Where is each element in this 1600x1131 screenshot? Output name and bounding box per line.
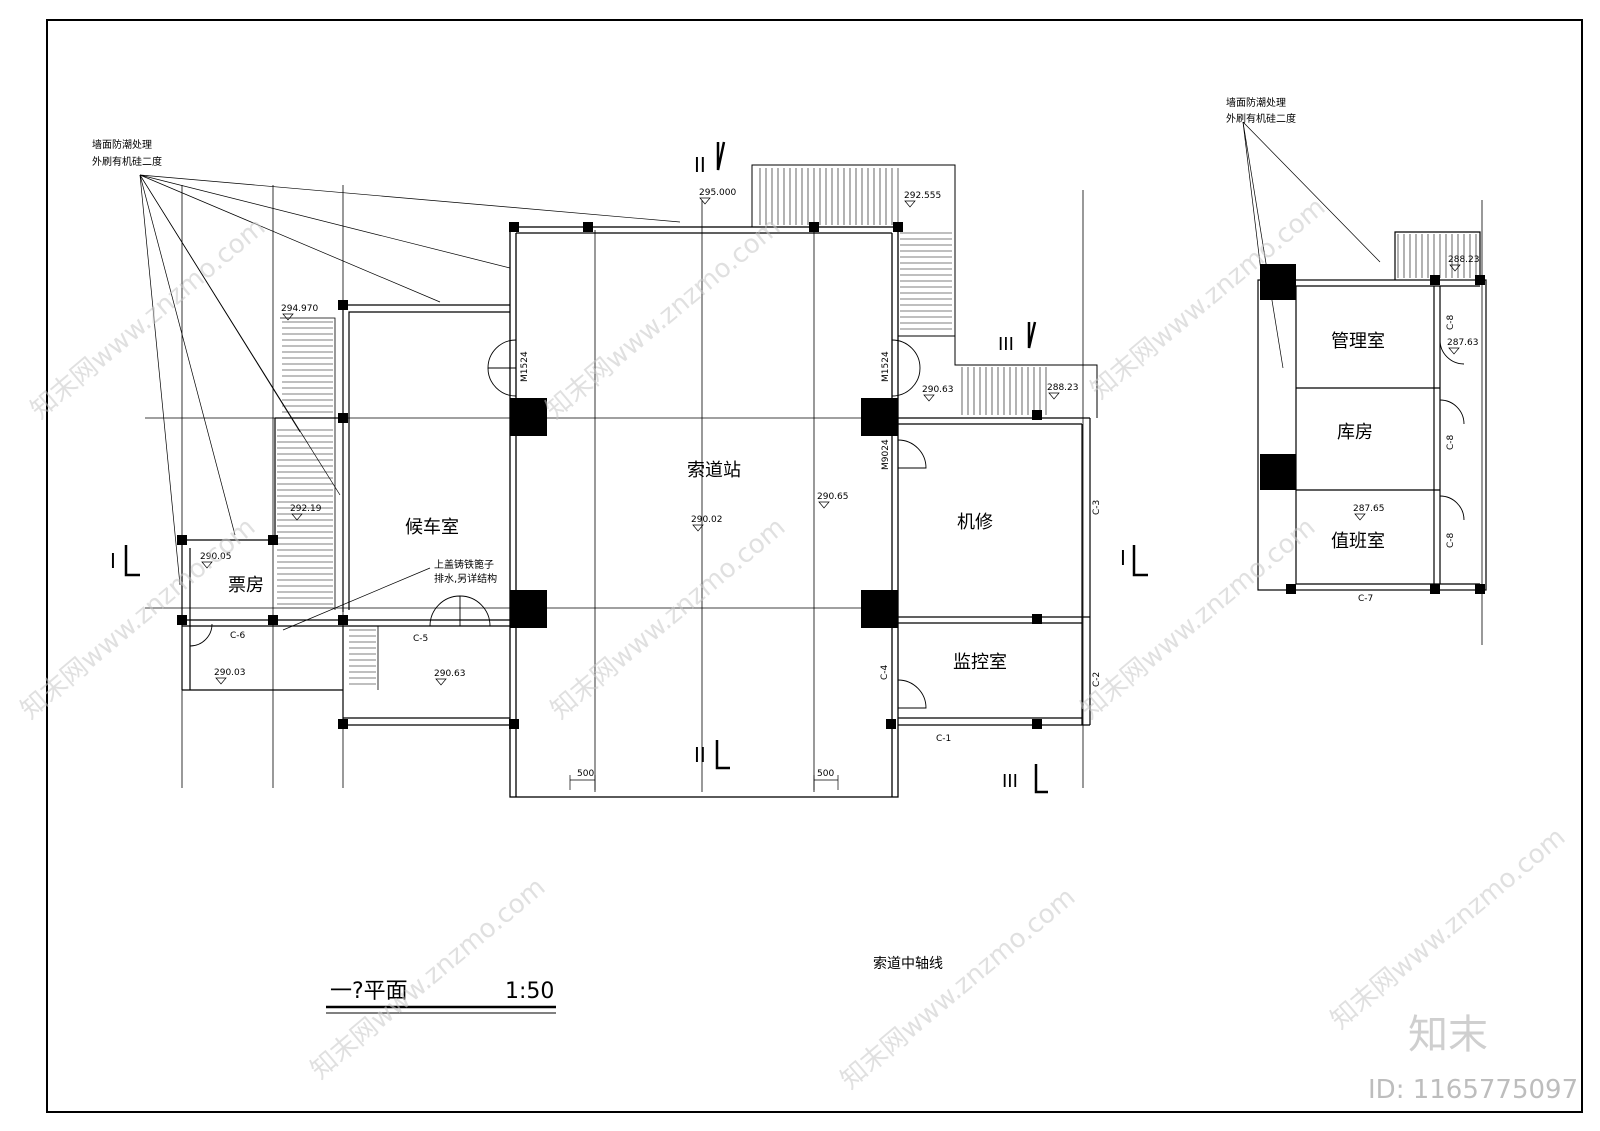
- elevation-label: 290.63: [434, 669, 466, 679]
- axis-note: 索道中轴线: [873, 955, 943, 972]
- door-tag: M1524: [881, 351, 891, 382]
- window-tag: C-8: [1446, 532, 1456, 548]
- section-label: III: [1002, 771, 1018, 792]
- watermark-text: 知末网www.znzmo.com: [15, 512, 261, 725]
- window-tag: C-7: [1358, 594, 1373, 604]
- section-label: II: [694, 153, 706, 177]
- window-tag: C-4: [880, 664, 890, 680]
- elevation-label: 292.19: [290, 504, 322, 514]
- room-manage: 管理室: [1331, 331, 1385, 352]
- elevation-label: 294.970: [281, 304, 318, 314]
- watermark-id: ID: 1165775097: [1368, 1075, 1578, 1105]
- left-callout-line-1: 墙面防潮处理: [92, 138, 152, 151]
- right-callout-line-2: 外刷有机硅二度: [1226, 112, 1296, 125]
- watermark-brand: 知末: [1408, 1012, 1488, 1058]
- elevation-label: 290.03: [214, 668, 246, 678]
- room-duty: 值班室: [1331, 531, 1385, 552]
- annex-columns: [1260, 264, 1485, 594]
- left-stair: [280, 317, 379, 690]
- room-waiting: 候车室: [405, 517, 459, 538]
- dimension-label: 500: [817, 769, 834, 779]
- room-repair: 机修: [957, 512, 993, 533]
- section-label: III: [998, 334, 1014, 355]
- elevation-label: 288.23: [1448, 255, 1480, 265]
- top-stair: [751, 164, 1098, 418]
- room-ticket: 票房: [228, 575, 264, 596]
- watermark-text: 知末网www.znzmo.com: [1325, 822, 1571, 1035]
- section-markers: I I II II III III: [110, 141, 1148, 794]
- left-callout-leaders: [139, 174, 681, 586]
- elevation-label: 287.65: [1353, 504, 1385, 514]
- elevation-triangles: [201, 197, 1461, 686]
- window-tag: C-3: [1092, 500, 1102, 515]
- columns: [177, 222, 1042, 729]
- door-swings: [189, 339, 927, 709]
- room-monitor: 监控室: [953, 652, 1007, 673]
- drain-note-line-1: 上盖铸铁篦子: [434, 558, 494, 571]
- elevation-label: 290.65: [817, 492, 849, 502]
- waiting-room-walls: [181, 304, 510, 726]
- drain-leader: [282, 567, 431, 631]
- window-tag: C-8: [1446, 434, 1456, 450]
- window-tag: C-5: [413, 634, 428, 644]
- watermark-text: 知末网www.znzmo.com: [1075, 512, 1321, 725]
- elevation-label: 290.02: [691, 515, 723, 525]
- right-callout-line-1: 墙面防潮处理: [1226, 96, 1286, 109]
- door-tag: M9024: [881, 439, 891, 470]
- room-station: 索道站: [687, 460, 741, 481]
- window-tag: C-1: [936, 734, 951, 744]
- watermark-layer: 知末网www.znzmo.com 知末网www.znzmo.com 知末网www…: [15, 192, 1578, 1105]
- drawing-frame: [46, 19, 1583, 1113]
- annex-doors: [1439, 339, 1465, 521]
- right-callout-leaders: [1242, 121, 1381, 369]
- room-storage: 库房: [1337, 422, 1373, 443]
- drain-note-line-2: 排水,另详结构: [434, 572, 497, 585]
- drawing-title: 一?平面: [330, 979, 408, 1004]
- door-window-tags: M1524 M1524 M9024 C-1 C-2 C-3 C-4 C-5 C-…: [230, 314, 1456, 779]
- section-label: I: [1120, 546, 1126, 570]
- elevation-label: 295.000: [699, 188, 736, 198]
- dimension-label: 500: [577, 769, 594, 779]
- station-walls: [509, 226, 899, 798]
- drawing-scale: 1:50: [505, 979, 554, 1004]
- watermark-text: 知末网www.znzmo.com: [835, 882, 1081, 1095]
- window-tag: C-6: [230, 631, 246, 641]
- watermark-text: 知末网www.znzmo.com: [540, 212, 786, 425]
- repair-monitor-walls: [898, 417, 1091, 726]
- dimension-lines: [569, 775, 839, 790]
- elevation-label: 292.555: [904, 191, 941, 201]
- window-tag: C-2: [1092, 672, 1102, 687]
- elevation-label: 290.63: [922, 385, 954, 395]
- elevation-label: 287.63: [1447, 338, 1479, 348]
- annex-walls: [1257, 231, 1487, 591]
- elevation-marks: 295.000 292.555 294.970 290.63 288.23 29…: [200, 188, 1480, 679]
- section-label: I: [110, 549, 116, 573]
- elevation-label: 288.23: [1047, 383, 1079, 393]
- elevation-label: 290.05: [200, 552, 232, 562]
- door-tag: M1524: [520, 351, 530, 382]
- watermark-text: 知末网www.znzmo.com: [545, 512, 791, 725]
- left-callout-line-2: 外刷有机硅二度: [92, 155, 162, 168]
- watermark-text: 知末网www.znzmo.com: [25, 212, 271, 425]
- window-tag: C-8: [1446, 314, 1456, 330]
- section-label: II: [694, 743, 706, 767]
